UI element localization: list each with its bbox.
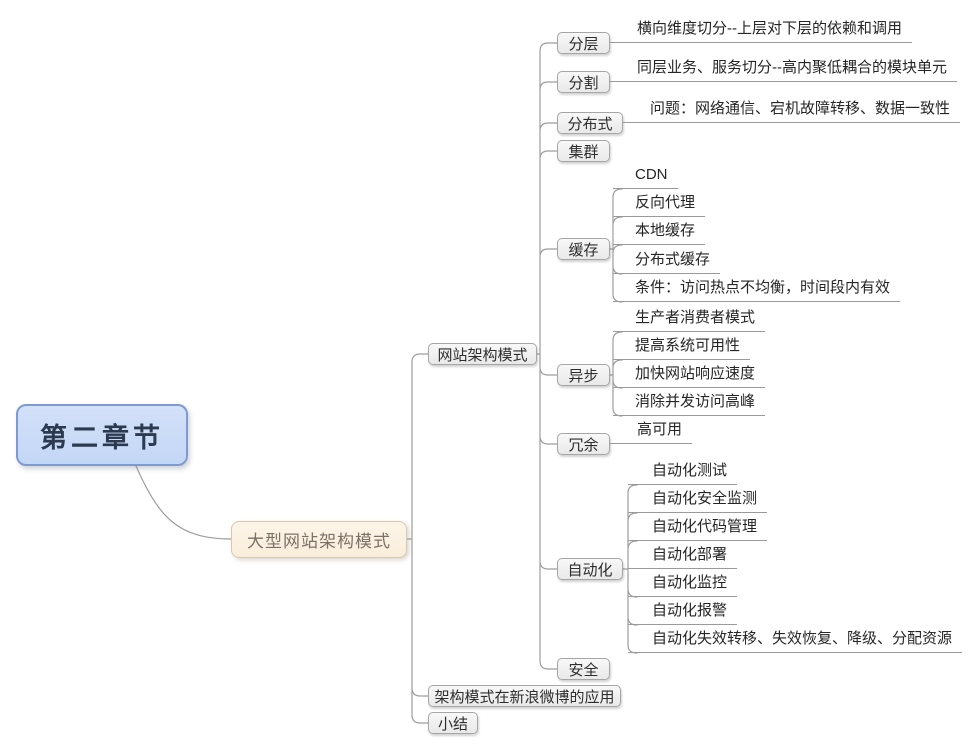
leaf-async-availability[interactable]: 提高系统可用性	[613, 336, 751, 360]
leaf-cache-conditions[interactable]: 条件：访问热点不均衡，时间段内有效	[613, 278, 901, 302]
leaf-automation-testing[interactable]: 自动化测试	[628, 461, 738, 485]
node-sina-weibo-application[interactable]: 架构模式在新浪微博的应用	[428, 685, 621, 707]
leaf-distributed-issues[interactable]: 问题：网络通信、宕机故障转移、数据一致性	[623, 99, 961, 123]
leaf-automation-security-monitoring[interactable]: 自动化安全监测	[628, 489, 768, 513]
leaf-cache-cdn[interactable]: CDN	[613, 165, 678, 189]
node-cache[interactable]: 缓存	[557, 238, 610, 260]
node-summary[interactable]: 小结	[428, 712, 478, 734]
node-cluster[interactable]: 集群	[557, 140, 610, 162]
leaf-automation-code-management[interactable]: 自动化代码管理	[628, 517, 768, 541]
main-topic-large-website-architecture[interactable]: 大型网站架构模式	[231, 521, 407, 558]
node-layering[interactable]: 分层	[557, 32, 610, 54]
node-async[interactable]: 异步	[557, 364, 610, 386]
leaf-async-response-speed[interactable]: 加快网站响应速度	[613, 364, 766, 388]
node-segmentation[interactable]: 分割	[557, 71, 610, 93]
leaf-layering-desc[interactable]: 横向维度切分--上层对下层的依赖和调用	[610, 19, 912, 43]
leaf-cache-reverse-proxy[interactable]: 反向代理	[613, 193, 706, 217]
node-security[interactable]: 安全	[557, 658, 610, 680]
leaf-cache-local[interactable]: 本地缓存	[613, 221, 706, 245]
wire-root-to-topic	[135, 465, 232, 540]
leaf-automation-deployment[interactable]: 自动化部署	[628, 545, 738, 569]
wire-branch-trunk	[536, 42, 558, 670]
node-automation[interactable]: 自动化	[557, 558, 623, 580]
node-distributed[interactable]: 分布式	[557, 112, 623, 134]
leaf-async-peak-elimination[interactable]: 消除并发访问高峰	[613, 392, 766, 416]
leaf-automation-alerting[interactable]: 自动化报警	[628, 601, 738, 625]
wire-topic-trunk	[406, 353, 429, 724]
leaf-segmentation-desc[interactable]: 同层业务、服务切分--高内聚低耦合的模块单元	[610, 58, 957, 82]
node-redundancy[interactable]: 冗余	[557, 433, 610, 455]
leaf-redundancy-high-availability[interactable]: 高可用	[610, 420, 693, 444]
leaf-automation-failover[interactable]: 自动化失效转移、失效恢复、降级、分配资源	[628, 629, 963, 653]
leaf-cache-distributed[interactable]: 分布式缓存	[613, 250, 721, 274]
node-website-architecture-patterns[interactable]: 网站架构模式	[428, 343, 537, 365]
leaf-automation-monitoring[interactable]: 自动化监控	[628, 573, 738, 597]
root-topic-chapter[interactable]: 第二章节	[16, 404, 188, 466]
leaf-async-producer-consumer[interactable]: 生产者消费者模式	[613, 308, 766, 332]
